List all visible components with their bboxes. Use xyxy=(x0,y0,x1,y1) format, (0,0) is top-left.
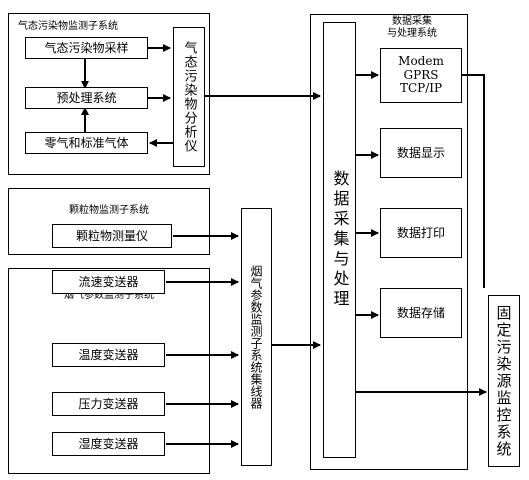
storage-label: 数据存储 xyxy=(396,305,445,320)
analyzer-box: 气态污染物分析仪 xyxy=(173,27,205,167)
modem-box: Modem GPRS TCP/IP xyxy=(380,48,462,103)
display-label: 数据显示 xyxy=(396,145,445,160)
concentrator-label: 烟气参数监测子系统集线器 xyxy=(249,265,263,409)
zero-gas-box: 零气和标准气体 xyxy=(25,132,148,154)
humidity-transmitter-box: 湿度变送器 xyxy=(52,432,165,456)
particle-meter-box: 颗粒物测量仪 xyxy=(52,224,172,248)
temperature-transmitter-label: 温度变送器 xyxy=(78,347,139,362)
daq-system-frame xyxy=(310,14,468,470)
particle-subsystem-frame xyxy=(8,188,210,255)
gas-subsystem-frame xyxy=(8,13,210,175)
daq-core-box: 数据采集与处理 xyxy=(323,22,356,458)
monitoring-system-label: 固定污染源监控系统 xyxy=(494,304,513,458)
gas-subsystem-title: 气态污染物监测子系统 xyxy=(18,21,118,32)
analyzer-label: 气态污染物分析仪 xyxy=(181,41,197,153)
display-box: 数据显示 xyxy=(380,128,462,178)
storage-box: 数据存储 xyxy=(380,288,462,338)
flue-subsystem-title: 烟气参数监测子系统 xyxy=(64,290,154,301)
flue-subsystem-frame xyxy=(8,268,210,474)
modem-to-monitor-line xyxy=(462,74,485,288)
sampling-label: 气态污染物采样 xyxy=(44,40,129,55)
daq-core-label: 数据采集与处理 xyxy=(330,170,350,310)
print-box: 数据打印 xyxy=(380,208,462,258)
pressure-transmitter-box: 压力变送器 xyxy=(52,392,165,416)
monitoring-system-box: 固定污染源监控系统 xyxy=(488,295,520,467)
print-label: 数据打印 xyxy=(396,225,445,240)
pretreatment-box: 预处理系统 xyxy=(25,87,148,109)
pressure-transmitter-label: 压力变送器 xyxy=(78,396,139,411)
sampling-box: 气态污染物采样 xyxy=(25,37,148,59)
temperature-transmitter-box: 温度变送器 xyxy=(52,343,165,367)
flow-transmitter-box: 流速变送器 xyxy=(52,270,165,294)
daq-system-title: 数据采集 与处理系统 xyxy=(387,16,437,39)
zero-gas-label: 零气和标准气体 xyxy=(44,135,129,150)
particle-subsystem-title: 颗粒物监测子系统 xyxy=(69,205,149,216)
modem-label: Modem GPRS TCP/IP xyxy=(398,53,444,96)
concentrator-box: 烟气参数监测子系统集线器 xyxy=(241,208,272,466)
pretreatment-label: 预处理系统 xyxy=(56,90,117,105)
humidity-transmitter-label: 湿度变送器 xyxy=(78,436,139,451)
flow-transmitter-label: 流速变送器 xyxy=(78,274,139,289)
particle-meter-label: 颗粒物测量仪 xyxy=(75,228,148,243)
